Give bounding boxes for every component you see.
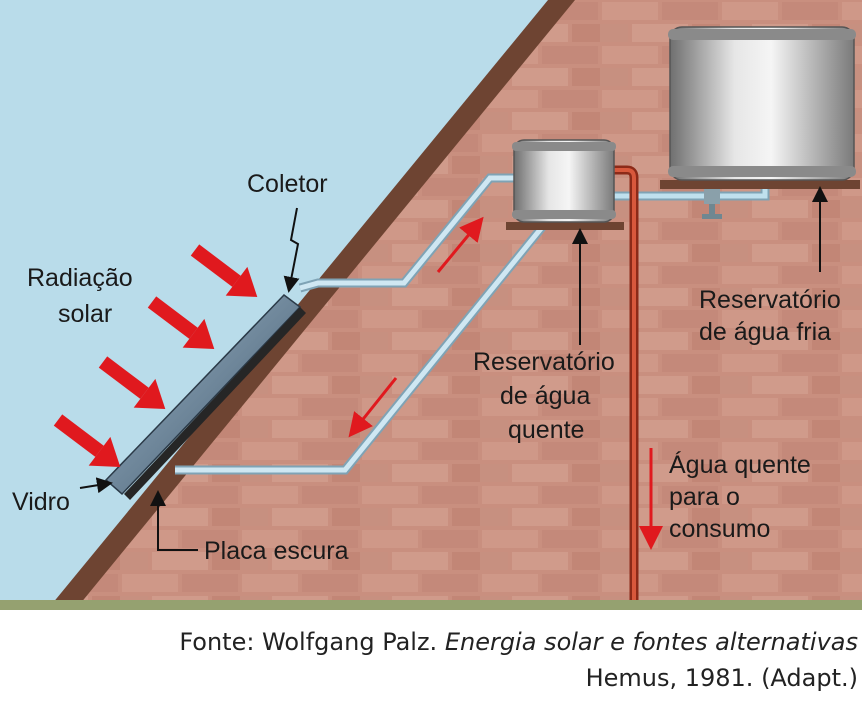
source-line-1: Fonte: Wolfgang Palz. Energia solar e fo… — [179, 628, 858, 656]
label-radiation-2: solar — [58, 300, 112, 328]
label-hot-tank-2: de água — [500, 382, 590, 410]
dark-plate — [124, 307, 306, 500]
solar-heater-diagram: Coletor Radiação solar Vidro Placa escur… — [0, 0, 862, 610]
source-prefix: Fonte: Wolfgang Palz. — [179, 628, 445, 656]
flow-down-arrow — [348, 377, 398, 438]
brick-wall — [64, 0, 862, 604]
glass-pointer — [79, 477, 113, 494]
label-collector: Coletor — [247, 170, 328, 198]
valve — [704, 188, 720, 204]
cold-tank-shelf — [660, 180, 860, 189]
cold-water-tank — [669, 26, 855, 181]
label-radiation-1: Radiação — [27, 264, 133, 292]
radiation-arrow-1 — [190, 244, 258, 297]
label-cold-tank-1: Reservatório — [699, 286, 841, 314]
label-cold-tank-2: de água fria — [699, 318, 831, 346]
label-hot-water-3: consumo — [669, 515, 770, 543]
radiation-arrow-3 — [98, 356, 166, 409]
label-hot-tank-1: Reservatório — [473, 348, 615, 376]
radiation-arrow-2 — [147, 296, 215, 349]
label-hot-water-2: para o — [669, 483, 740, 511]
label-hot-water-1: Água quente — [669, 450, 811, 479]
collector-pointer — [283, 207, 300, 293]
roof-edge — [52, 0, 575, 604]
flow-up-arrow — [436, 216, 484, 273]
ground — [0, 600, 862, 610]
hot-water-tank — [513, 139, 615, 223]
source-line-2: Hemus, 1981. (Adapt.) — [585, 664, 858, 692]
label-dark-plate: Placa escura — [204, 537, 349, 565]
label-glass: Vidro — [12, 488, 70, 516]
source-title: Energia solar e fontes alternativas — [444, 628, 858, 656]
label-hot-tank-3: quente — [508, 416, 584, 444]
radiation-arrows — [53, 244, 258, 467]
radiation-arrow-4 — [53, 414, 121, 467]
plate-pointer — [150, 490, 198, 551]
hot-tank-shelf — [506, 222, 624, 230]
